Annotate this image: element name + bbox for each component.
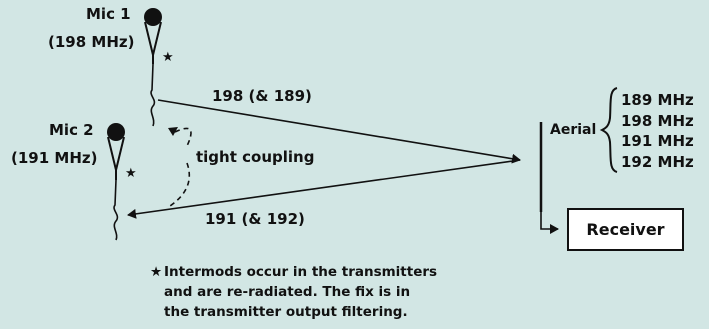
aerial-frequency-list: 189 MHz 198 MHz 191 MHz 192 MHz	[621, 90, 694, 172]
path-bottom-label: 191 (& 192)	[205, 210, 305, 228]
coupling-arc-lower	[169, 162, 191, 207]
mic-1-frequency: (198 MHz)	[48, 33, 135, 51]
aerial-frequency: 189 MHz	[621, 91, 694, 109]
aerial-frequency: 192 MHz	[621, 152, 694, 171]
aerial-to-receiver-line	[540, 212, 559, 234]
coupling-label: tight coupling	[196, 148, 315, 166]
footnote-star: ★	[150, 264, 163, 280]
footnote-line-1: Intermods occur in the transmitters	[164, 264, 438, 280]
receiver-box: Receiver	[567, 208, 684, 251]
aerial-label: Aerial	[550, 122, 597, 138]
footnote: ★Intermods occur in the transmitters and…	[150, 262, 437, 322]
coupling-arrowhead	[168, 127, 178, 136]
path-mic1-to-aerial	[157, 99, 521, 164]
receiver-label: Receiver	[586, 220, 665, 239]
frequency-brace	[599, 87, 618, 173]
mic-2-icon	[107, 123, 125, 241]
coupling-arc-upper	[174, 127, 192, 149]
footnote-line-2: and are re-radiated. The fix is in	[164, 284, 411, 300]
mic-2-name: Mic 2	[49, 121, 94, 139]
mic-2-star: ★	[125, 166, 137, 181]
mic-2-frequency: (191 MHz)	[11, 149, 98, 167]
mic-1-icon	[144, 8, 162, 127]
footnote-line-3: the transmitter output filtering.	[164, 304, 408, 320]
mic-1-star: ★	[162, 50, 174, 65]
path-top-label: 198 (& 189)	[212, 87, 312, 105]
aerial-frequency: 198 MHz	[621, 111, 694, 130]
aerial-frequency: 191 MHz	[621, 132, 694, 150]
mic-1-name: Mic 1	[86, 5, 131, 23]
path-aerial-to-mic2	[127, 159, 521, 219]
